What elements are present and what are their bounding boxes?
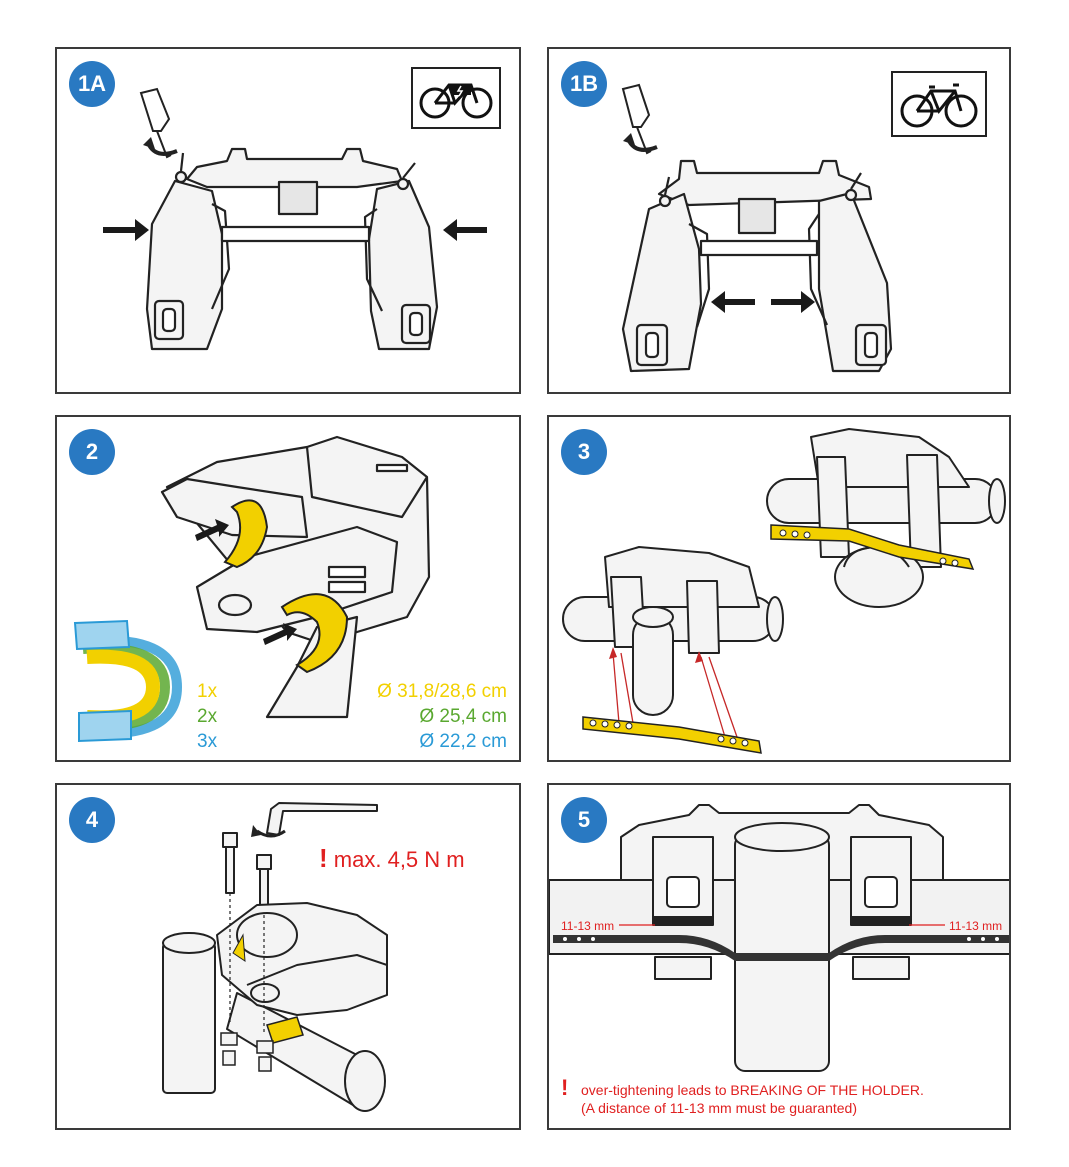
warning-line-2: (A distance of 11-13 mm must be guarante… — [581, 1100, 857, 1116]
size-row-3: 3x Ø 22,2 cm — [197, 731, 507, 753]
e-bike-icon — [411, 67, 501, 129]
panel-step-2: 2 1x — [55, 415, 521, 762]
panel-step-1a: 1A — [55, 47, 521, 394]
shim-count-3: 3x — [197, 731, 218, 752]
step-badge-3: 3 — [561, 429, 607, 475]
bike-icon — [891, 71, 987, 137]
step-badge-4: 4 — [69, 797, 115, 843]
step-badge-2: 2 — [69, 429, 115, 475]
panel-step-1b: 1B — [547, 47, 1011, 394]
shim-diameter-1: Ø 31,8/28,6 cm — [377, 681, 507, 702]
step-badge-1b: 1B — [561, 61, 607, 107]
step-badge-5: 5 — [561, 797, 607, 843]
torque-warning: ! max. 4,5 N m — [319, 843, 465, 874]
size-row-1: 1x Ø 31,8/28,6 cm — [197, 681, 507, 703]
size-row-2: 2x Ø 25,4 cm — [197, 706, 507, 728]
panel-step-5: 5 11-13 mm 11-13 — [547, 783, 1011, 1130]
shim-insertion-illustration — [73, 435, 431, 743]
shim-count-2: 2x — [197, 706, 218, 727]
panel-step-3: 3 — [547, 415, 1011, 762]
panel-step-4: 4 — [55, 783, 521, 1130]
tightening-illustration — [162, 802, 388, 1112]
shim-diameter-3: Ø 22,2 cm — [419, 731, 507, 752]
gap-label-right: 11-13 mm — [949, 919, 1003, 933]
gap-label-left: 11-13 mm — [561, 919, 615, 933]
shim-count-1: 1x — [197, 681, 218, 702]
exclamation-icon-5: ! — [561, 1075, 569, 1100]
holder-illustration-1b — [621, 83, 893, 373]
mounting-plate-illustration — [562, 428, 1006, 754]
gap-illustration — [549, 804, 1009, 1072]
warning-line-1: over-tightening leads to BREAKING OF THE… — [581, 1082, 924, 1098]
exclamation-icon: ! — [319, 843, 328, 873]
holder-illustration-1a — [103, 87, 487, 351]
step-badge-1a: 1A — [69, 61, 115, 107]
overtightening-warning: ! over-tightening leads to BREAKING OF T… — [561, 1075, 924, 1117]
torque-label: max. 4,5 N m — [333, 847, 465, 872]
shim-diameter-2: Ø 25,4 cm — [419, 706, 507, 727]
